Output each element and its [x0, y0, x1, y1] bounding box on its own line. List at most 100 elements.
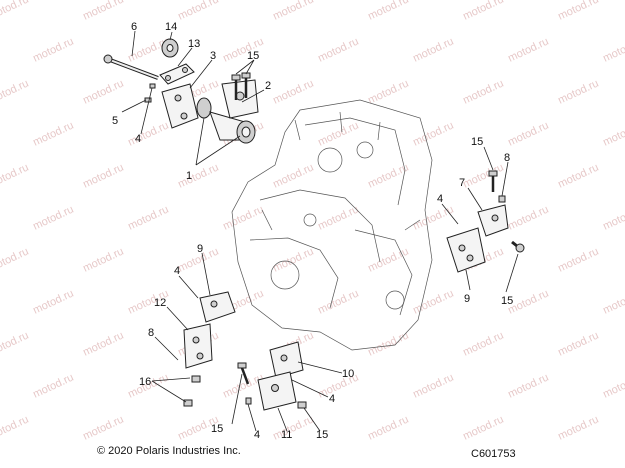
watermark-text: motod.ru	[81, 413, 125, 442]
watermark-text: motod.ru	[0, 0, 31, 23]
watermark-text: motod.ru	[81, 245, 125, 274]
watermark-text: motod.ru	[601, 203, 625, 232]
callout-5: 5	[112, 115, 118, 127]
watermark-text: motod.ru	[271, 245, 315, 274]
watermark-text: motod.ru	[366, 0, 410, 23]
callout-16: 16	[139, 376, 151, 388]
watermark-text: motod.ru	[271, 161, 315, 190]
watermark-text: motod.ru	[461, 0, 505, 23]
callout-4: 4	[174, 265, 180, 277]
watermark-text: motod.ru	[556, 413, 600, 442]
mount-plate-3	[161, 83, 199, 129]
watermark-text: motod.ru	[0, 161, 31, 190]
callout-4: 4	[437, 193, 443, 205]
callout-labels: 6 14 13 3 15 2 5 4 1 15 8 7 4 9 15 9 4 1…	[112, 21, 513, 441]
bolts-16	[183, 375, 201, 407]
callout-15: 15	[316, 429, 328, 441]
callout-13: 13	[188, 38, 200, 50]
pins-4-5	[144, 83, 156, 103]
bolt-6	[103, 54, 159, 80]
watermark-text: motod.ru	[411, 287, 455, 316]
watermark-text: motod.ru	[316, 35, 360, 64]
callout-2: 2	[265, 80, 271, 92]
bracket-2	[221, 79, 259, 119]
watermark-text: motod.ru	[176, 0, 220, 23]
callout-15: 15	[471, 136, 483, 148]
watermark-text: motod.ru	[366, 413, 410, 442]
watermark-text: motod.ru	[0, 413, 31, 442]
watermark-text: motod.ru	[271, 0, 315, 23]
watermark-text: motod.ru	[126, 203, 170, 232]
callout-15: 15	[501, 295, 513, 307]
watermark-text: motod.ru	[271, 77, 315, 106]
watermark-text: motod.ru	[0, 77, 31, 106]
watermark-text: motod.ru	[31, 35, 75, 64]
watermark-text: motod.ru	[506, 371, 550, 400]
watermark-text: motod.ru	[366, 77, 410, 106]
watermark-text: motod.ru	[411, 119, 455, 148]
watermark-text: motod.ru	[0, 245, 31, 274]
callout-8: 8	[148, 327, 154, 339]
watermark-text: motod.ru	[81, 161, 125, 190]
watermark-text: motod.ru	[31, 287, 75, 316]
copyright-text: © 2020 Polaris Industries Inc.	[97, 445, 241, 457]
watermark-text: motod.ru	[461, 161, 505, 190]
bushing-1	[196, 97, 256, 144]
right-bolts-15-8	[488, 170, 525, 253]
callout-11: 11	[281, 429, 292, 441]
watermark-text: motod.ru	[556, 77, 600, 106]
watermark-text: motod.ru	[366, 329, 410, 358]
leader-lines	[121, 30, 519, 432]
mount-11	[257, 371, 297, 411]
callout-8: 8	[504, 152, 510, 164]
diagram-code: C601753	[471, 448, 516, 460]
mount-10	[269, 341, 304, 379]
callout-10: 10	[342, 368, 354, 380]
watermark-text: motod.ru	[271, 413, 315, 442]
callout-15: 15	[247, 50, 259, 62]
watermark-text: motod.ru	[506, 119, 550, 148]
watermark-text: motod.ru	[316, 119, 360, 148]
watermark-text: motod.ru	[31, 371, 75, 400]
watermark-text: motod.ru	[461, 413, 505, 442]
watermark-text: motod.ru	[506, 35, 550, 64]
watermark-text: motod.ru	[176, 161, 220, 190]
bolts-15-lower	[237, 362, 307, 409]
watermark-text: motod.ru	[366, 245, 410, 274]
engine-block	[231, 99, 433, 351]
watermark-text: motod.ru	[31, 203, 75, 232]
watermark-text: motod.ru	[411, 371, 455, 400]
watermark-text: motod.ru	[506, 203, 550, 232]
watermark-text: motod.ru	[556, 245, 600, 274]
watermark-text: motod.ru	[316, 287, 360, 316]
watermark-text: motod.ru	[411, 203, 455, 232]
watermark-text: motod.ru	[461, 77, 505, 106]
watermark-text: motod.ru	[556, 329, 600, 358]
callout-4: 4	[254, 429, 260, 441]
watermark-text: motod.ru	[601, 287, 625, 316]
watermark-text: motod.ru	[81, 329, 125, 358]
watermark-text: motod.ru	[316, 203, 360, 232]
watermark-text: motod.ru	[601, 119, 625, 148]
callout-9: 9	[464, 293, 470, 305]
watermark-text: motod.ru	[601, 35, 625, 64]
callout-12: 12	[154, 297, 166, 309]
callout-15: 15	[211, 423, 223, 435]
watermark-text: motod.ru	[81, 0, 125, 23]
right-bracket-7	[477, 204, 509, 237]
watermark-text: motod.ru	[221, 203, 265, 232]
callout-9: 9	[197, 243, 203, 255]
watermark-text: motod.ru	[126, 119, 170, 148]
lower-left-mount-9	[199, 291, 236, 323]
right-mount-9	[446, 227, 486, 273]
callout-7: 7	[459, 177, 465, 189]
watermark-text: motod.ru	[601, 371, 625, 400]
watermark-text: motod.ru	[556, 0, 600, 23]
watermark-text: motod.ru	[0, 329, 31, 358]
nut-14	[161, 38, 179, 58]
watermark-text: motod.ru	[556, 161, 600, 190]
callout-4: 4	[135, 133, 141, 145]
watermark-text: motod.ru	[461, 329, 505, 358]
